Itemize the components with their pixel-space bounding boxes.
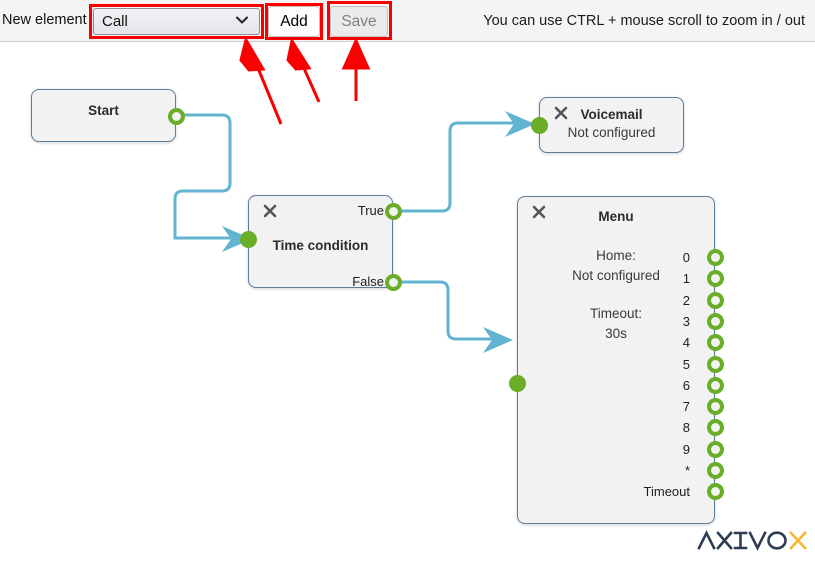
node-voicemail-subtitle: Not configured <box>567 125 656 140</box>
port-label-false: False <box>352 274 384 289</box>
port-menu-output-*[interactable] <box>707 462 724 479</box>
port-menu-output-5[interactable] <box>707 356 724 373</box>
port-menu-output-1[interactable] <box>707 270 724 287</box>
connection-wires <box>173 111 535 353</box>
port-menu-output-6[interactable] <box>707 377 724 394</box>
port-menu-output-3[interactable] <box>707 313 724 330</box>
new-element-label: New element <box>2 12 87 28</box>
node-time-condition-title: Time condition <box>272 238 369 253</box>
port-label-menu-7: 7 <box>682 399 690 414</box>
menu-home-value: Not configured <box>572 268 660 283</box>
node-menu-body: Home: Not configured Timeout: 30s <box>518 246 714 344</box>
node-voicemail[interactable]: Voicemail Not configured <box>531 97 684 153</box>
element-type-select[interactable]: Call <box>93 8 260 35</box>
port-time-condition-output-true[interactable] <box>385 203 402 220</box>
menu-timeout-value: 30s <box>605 326 627 341</box>
port-label-menu-0: 0 <box>682 250 690 265</box>
port-menu-output-8[interactable] <box>707 419 724 436</box>
port-menu-output-Timeout[interactable] <box>707 483 724 500</box>
port-label-true: True <box>357 203 384 218</box>
zoom-hint-text: You can use CTRL + mouse scroll to zoom … <box>483 13 805 29</box>
port-menu-input[interactable] <box>509 375 526 392</box>
port-menu-output-4[interactable] <box>707 334 724 351</box>
node-time-condition[interactable]: Time condition True False <box>240 195 402 291</box>
port-label-menu-9: 9 <box>682 442 690 457</box>
menu-home-label: Home: <box>596 248 636 263</box>
port-label-menu-6: 6 <box>682 378 690 393</box>
close-icon[interactable] <box>532 205 546 219</box>
axivox-logo <box>697 530 807 551</box>
port-label-menu-2: 2 <box>682 293 690 308</box>
port-label-menu-1: 1 <box>682 271 690 286</box>
node-voicemail-title: Voicemail <box>580 107 643 122</box>
port-label-menu-4: 4 <box>682 335 690 350</box>
toolbar: New element Call Add Save You can use CT… <box>0 0 815 42</box>
port-label-menu-*: * <box>684 463 690 478</box>
port-menu-output-0[interactable] <box>707 249 724 266</box>
menu-timeout-label: Timeout: <box>589 306 643 321</box>
port-label-menu-Timeout: Timeout <box>643 484 690 499</box>
close-icon[interactable] <box>554 106 568 120</box>
add-button[interactable]: Add <box>268 6 320 37</box>
node-menu-title: Menu <box>598 209 634 224</box>
port-menu-output-7[interactable] <box>707 398 724 415</box>
node-start-title: Start <box>88 103 119 118</box>
port-time-condition-output-false[interactable] <box>385 274 402 291</box>
port-menu-output-2[interactable] <box>707 292 724 309</box>
port-menu-output-9[interactable] <box>707 441 724 458</box>
node-start[interactable]: Start <box>31 89 185 142</box>
port-time-condition-input[interactable] <box>240 231 257 248</box>
save-button[interactable]: Save <box>330 6 388 37</box>
close-icon[interactable] <box>263 204 277 218</box>
port-label-menu-5: 5 <box>682 357 690 372</box>
port-label-menu-3: 3 <box>682 314 690 329</box>
flowchart-canvas[interactable]: Start Time condition True False Voicemai… <box>0 43 815 562</box>
port-label-menu-8: 8 <box>682 420 690 435</box>
node-menu[interactable]: Menu Home: Not configured Timeout: 30s 0… <box>509 196 724 524</box>
port-voicemail-input[interactable] <box>531 117 548 134</box>
port-start-output[interactable] <box>168 108 185 125</box>
